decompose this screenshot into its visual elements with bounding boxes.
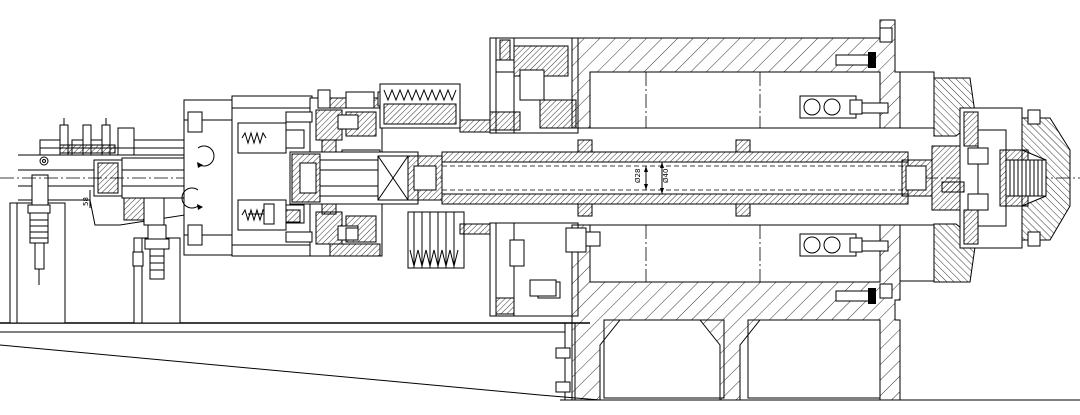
- top-left-fasteners: [39, 118, 185, 156]
- front-nose: [899, 71, 977, 283]
- disc-spring-stack-lower: [407, 211, 465, 269]
- lower-sensor-fitting: [132, 224, 170, 280]
- drawbar-head: [289, 151, 443, 205]
- coupling-clamp: [93, 157, 185, 226]
- bracket-dimension: 58: [82, 190, 91, 208]
- disc-spring-stack-upper: [379, 83, 461, 129]
- base-frame: [0, 322, 1080, 401]
- tool-clamp-head: [941, 107, 1071, 249]
- housing-fittings: [529, 95, 889, 297]
- main-housing: [571, 19, 901, 401]
- outer-bore-dimension: Ø40: [662, 169, 670, 183]
- actuator-bolts: [248, 111, 313, 243]
- inner-bore-dimension: Ø28: [634, 169, 642, 183]
- bracket-height-label: 58: [82, 197, 90, 206]
- left-sensor-fitting: [27, 174, 51, 285]
- main-shaft: Ø28 Ø40: [441, 151, 909, 205]
- housing-bolts: [555, 27, 893, 393]
